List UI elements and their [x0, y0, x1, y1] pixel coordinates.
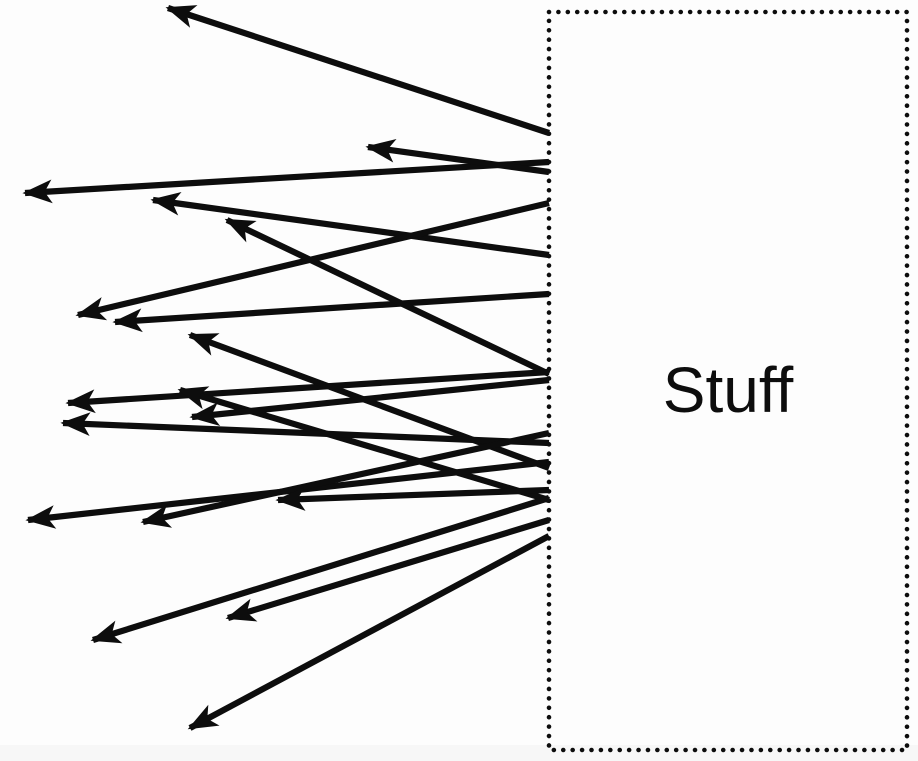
bottom-strip [0, 745, 918, 761]
arrow-4 [150, 191, 550, 259]
stuff-box [546, 9, 910, 753]
arrow-5 [112, 290, 550, 333]
stuff-box-border [546, 9, 910, 753]
background-layer [0, 745, 918, 761]
arrow-14 [140, 429, 550, 528]
arrow-group [22, 5, 551, 731]
arrow-3 [365, 138, 550, 176]
arrow-15 [275, 486, 550, 511]
arrow-2 [22, 158, 550, 204]
arrow-1 [165, 5, 550, 136]
arrow-7 [224, 217, 551, 377]
arrow-10 [177, 386, 550, 503]
arrow-8 [65, 368, 550, 414]
arrow-17 [225, 517, 550, 622]
arrow-16 [90, 495, 550, 644]
arrow-18 [187, 533, 551, 731]
stuff-box-label: Stuff [662, 354, 794, 426]
arrow-11 [189, 376, 550, 427]
arrow-12 [60, 412, 550, 447]
